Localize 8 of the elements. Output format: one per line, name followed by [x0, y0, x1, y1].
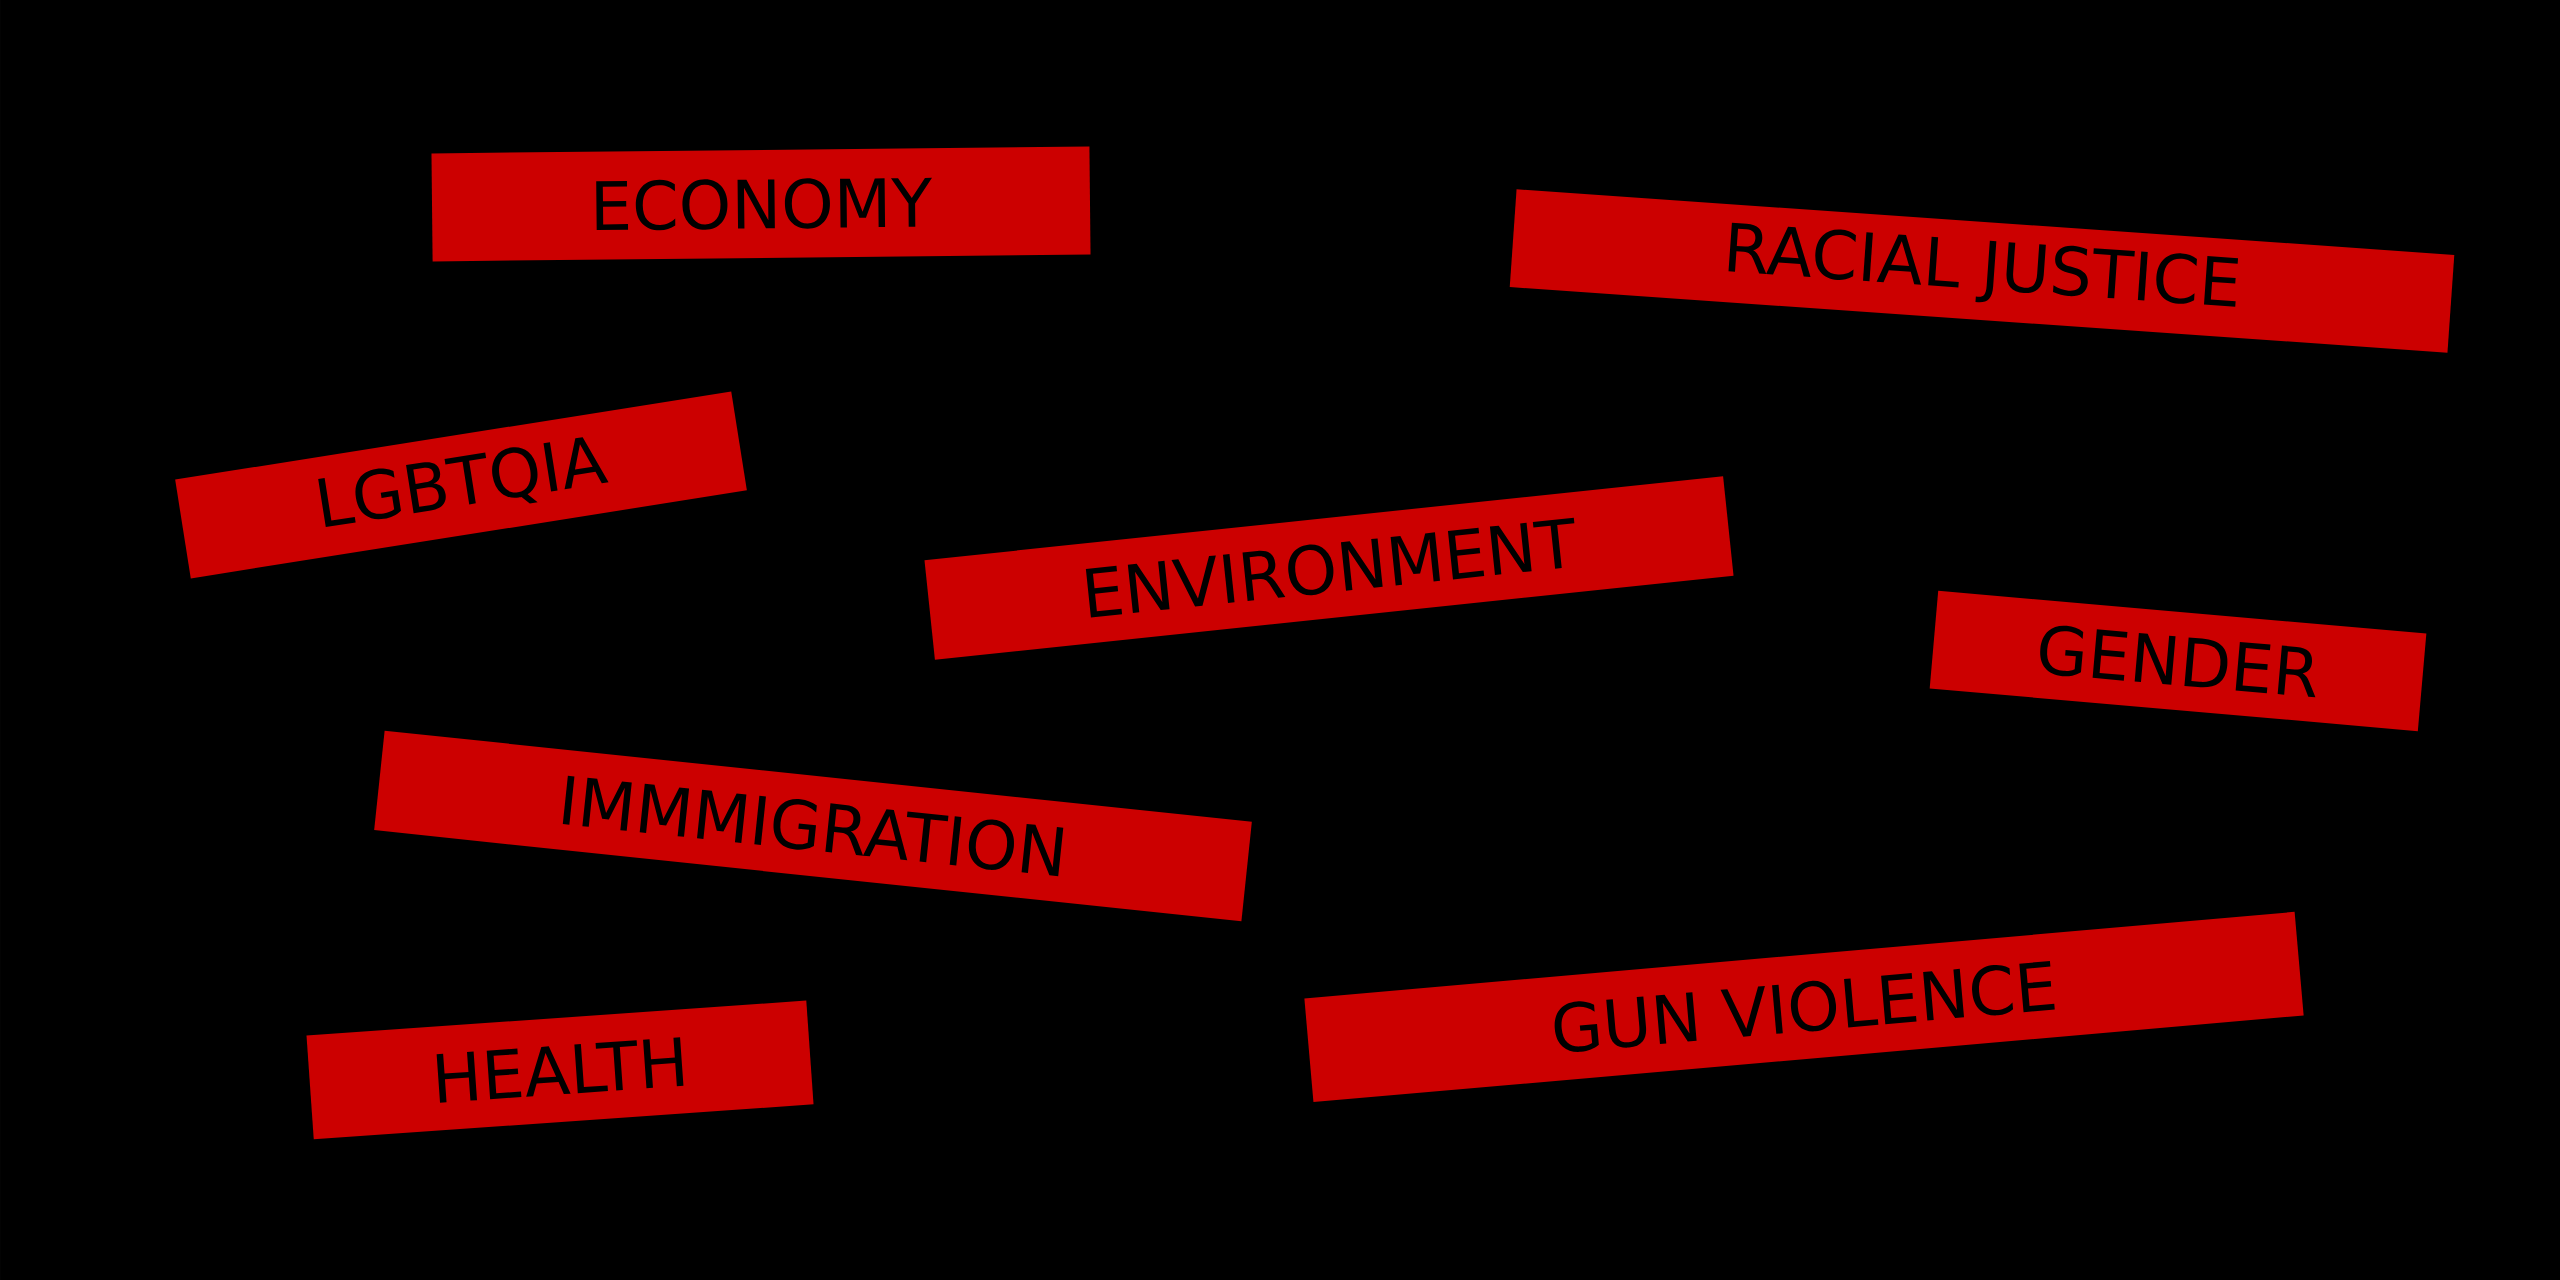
label-tape: HEALTH — [306, 1000, 814, 1140]
label-tape: RACIAL JUSTICE — [1509, 189, 2455, 353]
label-tape: ENVIRONMENT — [924, 476, 1734, 660]
label-tape: GENDER — [1929, 590, 2427, 732]
label-tape: ECONOMY — [431, 146, 1091, 262]
label-tape: GUN VIOLENCE — [1304, 911, 2304, 1103]
label-tape: IMMMIGRATION — [374, 730, 1252, 922]
label-tape: LGBTQIA — [175, 391, 747, 579]
